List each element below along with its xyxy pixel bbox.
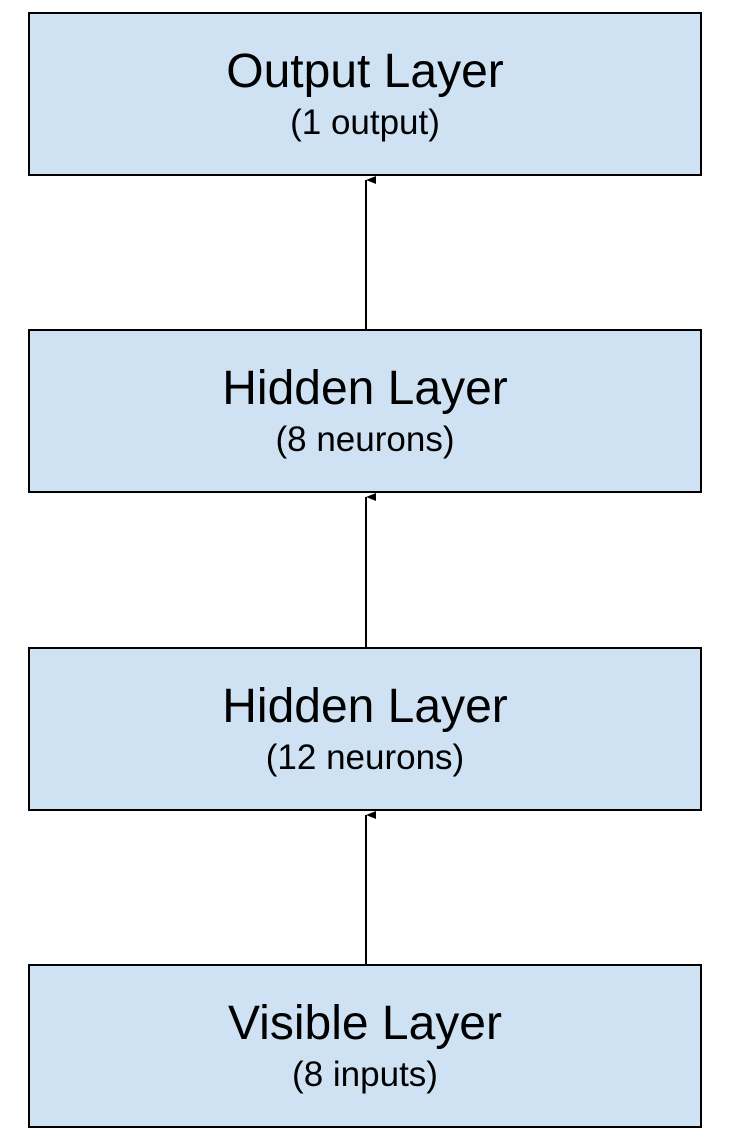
hidden-layer-1-subtitle: (12 neurons) [265,738,465,777]
visible-layer-subtitle: (8 inputs) [292,1055,438,1094]
hidden-layer-1-title: Hidden Layer [222,680,508,733]
visible-layer-box: Visible Layer (8 inputs) [28,964,702,1128]
hidden-layer-1-box: Hidden Layer (12 neurons) [28,647,702,811]
output-layer-box: Output Layer (1 output) [28,12,702,176]
hidden-layer-2-title: Hidden Layer [222,362,508,415]
output-layer-title: Output Layer [226,45,504,98]
hidden-layer-2-box: Hidden Layer (8 neurons) [28,329,702,493]
visible-layer-title: Visible Layer [228,997,502,1050]
output-layer-subtitle: (1 output) [290,103,440,142]
hidden-layer-2-subtitle: (8 neurons) [275,420,455,459]
